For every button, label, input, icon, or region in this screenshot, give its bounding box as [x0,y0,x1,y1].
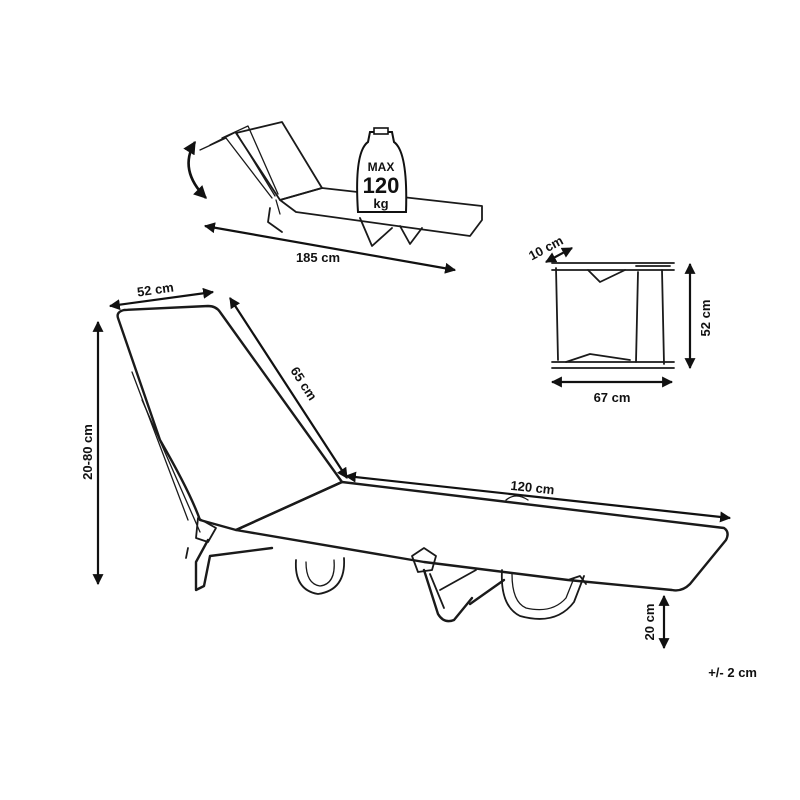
backrest-height-dimension: 20-80 cm [80,320,104,586]
seat-height-dimension: 20 cm [642,594,670,650]
adjust-arrow-icon [183,140,207,199]
folded-view-diagram [551,262,675,369]
overall-length-label: 185 cm [296,250,340,265]
folded-width-dimension: 67 cm [550,376,674,405]
weight-value: 120 [363,173,400,198]
folded-width-label: 67 cm [594,390,631,405]
tolerance-note: +/- 2 cm [708,665,757,680]
folded-height-label: 52 cm [698,300,713,337]
seat-height-label: 20 cm [642,604,657,641]
folded-depth-dimension: 10 cm [526,233,573,264]
weight-max-label: MAX [368,160,395,174]
folded-height-dimension: 52 cm [684,262,713,370]
folded-depth-label: 10 cm [526,233,566,264]
backrest-length-dimension: 65 cm [229,297,348,479]
backrest-height-label: 20-80 cm [80,424,95,480]
weight-unit: kg [373,196,388,211]
backrest-length-label: 65 cm [287,364,320,403]
seat-length-dimension: 120 cm [344,471,732,523]
backrest-width-dimension: 52 cm [108,280,215,311]
overall-length-dimension: 185 cm [203,222,457,274]
backrest-width-label: 52 cm [136,280,175,300]
weight-icon: MAX 120 kg [356,127,408,213]
recline-positions-diagram [199,121,483,247]
seat-length-label: 120 cm [510,478,555,498]
